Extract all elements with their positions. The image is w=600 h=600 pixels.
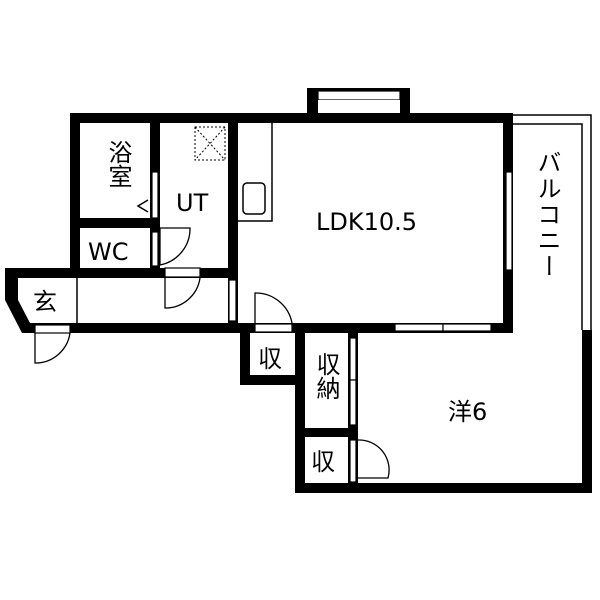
room-label-storage-small: 収 (258, 345, 282, 373)
room-label-storage-lower: 収 (311, 448, 335, 476)
openings (34, 171, 513, 483)
room-label-ldk: LDK10.5 (316, 208, 417, 236)
room-label-entrance: 玄 (33, 288, 57, 316)
room-label-balcony: バルコニー (533, 150, 561, 280)
door-swings (34, 199, 390, 479)
ventilation-fan-icon (194, 126, 226, 161)
walls (5, 113, 592, 493)
kitchen-counter (238, 123, 273, 222)
room-label-western-room: 洋6 (448, 398, 487, 426)
room-label-bath: 浴室 (104, 140, 132, 188)
room-label-closet: 収納 (312, 352, 340, 400)
room-label-toilet: WC (88, 238, 129, 266)
balcony (513, 114, 592, 330)
room-label-utility: UT (176, 189, 209, 217)
